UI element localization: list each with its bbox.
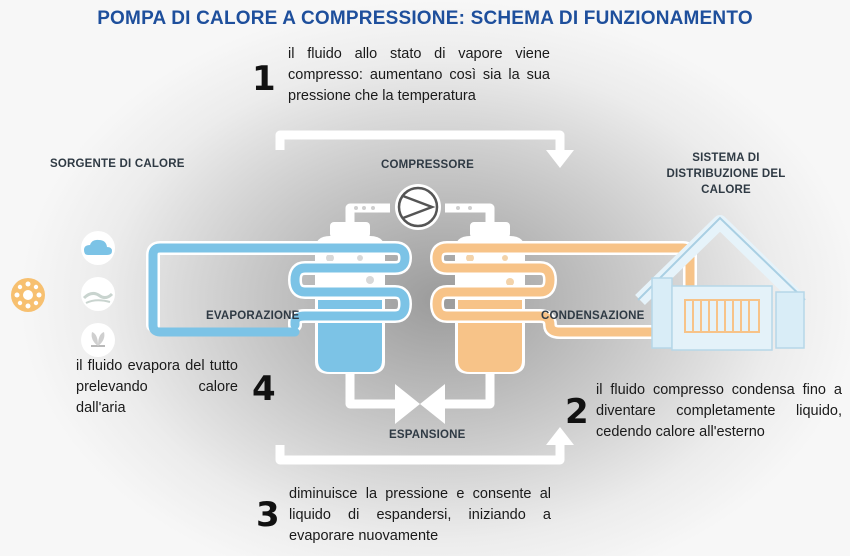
cloud-icon bbox=[81, 231, 115, 265]
condensation-label: CONDENSAZIONE bbox=[541, 310, 645, 322]
expansion-valve-icon bbox=[395, 384, 445, 424]
compressor-icon bbox=[395, 184, 441, 230]
step-2-text: il fluido compresso condensa fino a dive… bbox=[596, 382, 842, 440]
step-1-number: 1 bbox=[252, 59, 276, 99]
distribution-label: SISTEMA DI DISTRIBUZIONE DEL CALORE bbox=[666, 152, 786, 196]
expansion-label: ESPANSIONE bbox=[389, 429, 466, 441]
step-3-number: 3 bbox=[256, 495, 280, 535]
step-4-text: il fluido evapora del tutto prelevando c… bbox=[76, 358, 238, 416]
evaporation-label: EVAPORAZIONE bbox=[206, 310, 300, 322]
step-3-text: diminuisce la pressione e consente al li… bbox=[289, 486, 551, 544]
sun-icon bbox=[11, 278, 45, 312]
top-cycle-arrow bbox=[275, 130, 574, 168]
step-2-number: 2 bbox=[565, 392, 589, 432]
step-4-number: 4 bbox=[252, 369, 276, 409]
pipe-bubbles bbox=[354, 206, 472, 210]
bottom-cycle-arrow bbox=[275, 427, 574, 465]
house-icon bbox=[635, 215, 806, 351]
evaporator-coil bbox=[146, 241, 413, 337]
page-title: POMPA DI CALORE A COMPRESSIONE: SCHEMA D… bbox=[97, 8, 753, 29]
landscape-icon bbox=[81, 277, 115, 311]
plant-icon bbox=[81, 323, 115, 357]
source-label: SORGENTE DI CALORE bbox=[50, 158, 185, 170]
compressor-label: COMPRESSORE bbox=[381, 159, 474, 171]
step-1-text: il fluido allo stato di vapore viene com… bbox=[288, 46, 550, 104]
condenser-coil bbox=[429, 241, 697, 339]
